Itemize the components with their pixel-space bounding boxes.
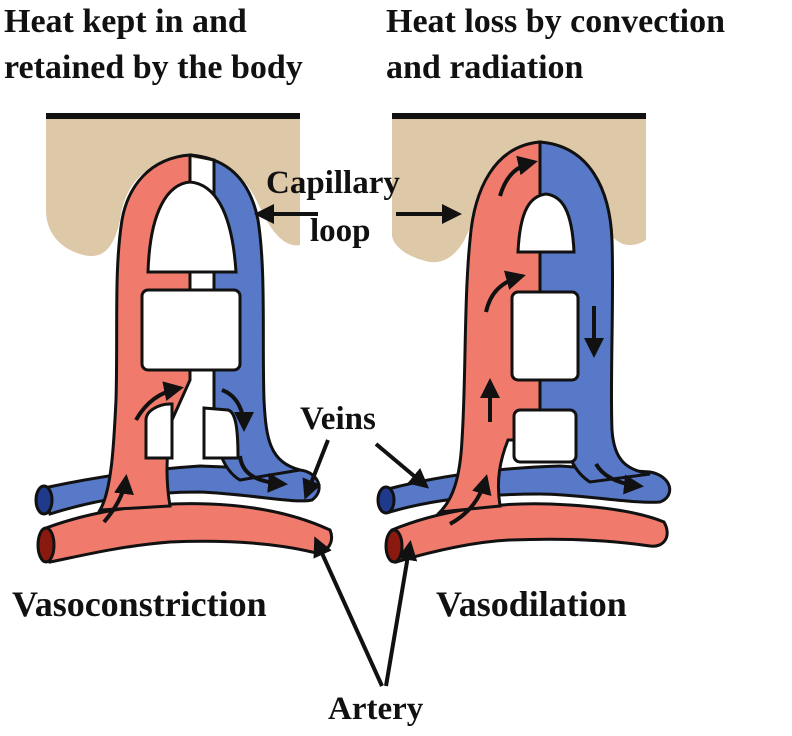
flow-arrow-icon — [102, 474, 134, 524]
caption-right-line2: and radiation — [386, 49, 584, 86]
pointer-arrow-icon — [374, 442, 430, 489]
pointer-arrow-icon — [384, 540, 418, 687]
artery-right — [390, 502, 669, 564]
label-veins: Veins — [300, 401, 376, 437]
flow-arrow-icon — [221, 388, 254, 432]
vein-end-left — [34, 484, 54, 516]
skin-layer-right — [392, 116, 646, 263]
flow-arrow-icon — [238, 455, 288, 493]
pointer-arrow-icon — [302, 439, 330, 500]
artery-end-right — [384, 528, 404, 564]
flow-arrow-icon — [484, 270, 526, 313]
artery-end-left — [36, 526, 56, 564]
caption-left-line1: Heat kept in and — [4, 3, 247, 40]
skin-layer-left — [46, 116, 300, 257]
loop-hole-right-1 — [516, 192, 576, 254]
label-vasoconstriction: Vasoconstriction — [12, 584, 267, 624]
vein-end-right — [376, 485, 396, 515]
pointer-arrows — [254, 204, 462, 687]
left-panel — [34, 113, 333, 564]
caption-left-line2: retained by the body — [4, 49, 303, 86]
loop-hole-right-3 — [512, 408, 578, 464]
flow-arrow-icon — [449, 474, 492, 526]
label-artery: Artery — [328, 691, 424, 727]
right-panel — [376, 113, 672, 564]
loop-hole-left-3 — [144, 402, 174, 460]
artery-left — [44, 502, 333, 564]
label-capillary: Capillary — [266, 165, 400, 201]
loop-hole-right-2 — [510, 290, 580, 382]
loop-hole-left-4 — [202, 406, 240, 460]
label-loop: loop — [310, 213, 371, 249]
pointer-arrow-icon — [313, 536, 384, 687]
caption-right-line1: Heat loss by convection — [386, 3, 726, 40]
loop-hole-left-2 — [140, 288, 242, 372]
label-vasodilation: Vasodilation — [436, 584, 627, 624]
flow-arrow-icon — [498, 155, 538, 197]
flow-arrow-icon — [594, 462, 644, 495]
flow-arrow-icon — [134, 381, 184, 421]
loop-hole-left-1 — [146, 180, 238, 274]
